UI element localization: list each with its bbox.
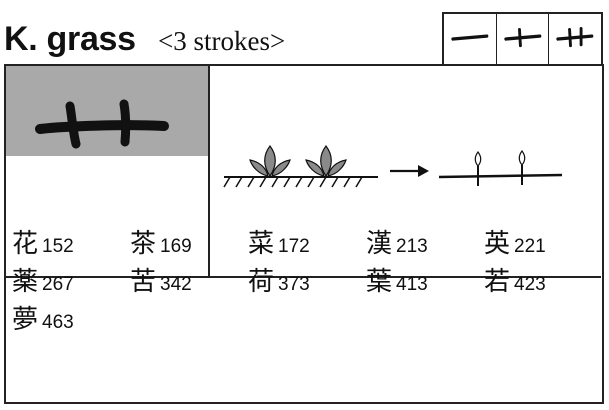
kanji-number: 169	[160, 236, 192, 257]
kanji-char: 葉	[366, 267, 393, 297]
kanji-number: 213	[396, 236, 428, 257]
kanji-char: 薬	[12, 267, 39, 297]
sprout-left-icon	[249, 144, 291, 178]
kanji-number: 373	[278, 274, 310, 295]
simplified-grass-glyph-icon	[438, 149, 563, 186]
kanji-char: 茶	[130, 229, 157, 259]
kanji-number: 342	[160, 274, 192, 295]
stroke-order-step-1	[444, 14, 496, 64]
radical-shade	[6, 66, 208, 156]
kanji-char: 苦	[130, 267, 157, 297]
stroke-step-1-icon	[451, 34, 489, 41]
stroke-order-step-2	[495, 14, 549, 64]
header-title: K. grass	[4, 20, 136, 58]
stroke-order-boxes	[442, 12, 603, 64]
main-frame	[4, 64, 604, 404]
illustration-panel	[210, 66, 601, 278]
header-subtitle: <3 strokes>	[158, 26, 286, 56]
kanji-number: 267	[42, 274, 74, 295]
stroke-order-step-3	[548, 14, 601, 64]
kanji-number: 463	[42, 312, 74, 333]
radical-panel	[6, 66, 210, 278]
kanji-char: 若	[484, 267, 511, 297]
kanji-char: 英	[484, 229, 511, 259]
stroke-step-3-icon	[556, 26, 594, 48]
grass-radical-icon	[35, 99, 169, 149]
kanji-number: 413	[396, 274, 428, 295]
sprout-right-icon	[305, 144, 347, 178]
stroke-step-2-icon	[503, 27, 542, 48]
kanji-char: 菜	[248, 229, 275, 259]
arrow-icon	[390, 165, 429, 177]
kanji-number: 152	[42, 236, 74, 257]
kanji-char: 漢	[366, 229, 393, 259]
kanji-number: 221	[514, 236, 546, 257]
kanji-number: 423	[514, 274, 546, 295]
kanji-number: 172	[278, 236, 310, 257]
grass-pictogram-illustration	[223, 144, 563, 188]
kanji-char: 花	[12, 229, 39, 259]
kanji-char: 荷	[248, 267, 275, 297]
kanji-char: 夢	[12, 305, 39, 335]
